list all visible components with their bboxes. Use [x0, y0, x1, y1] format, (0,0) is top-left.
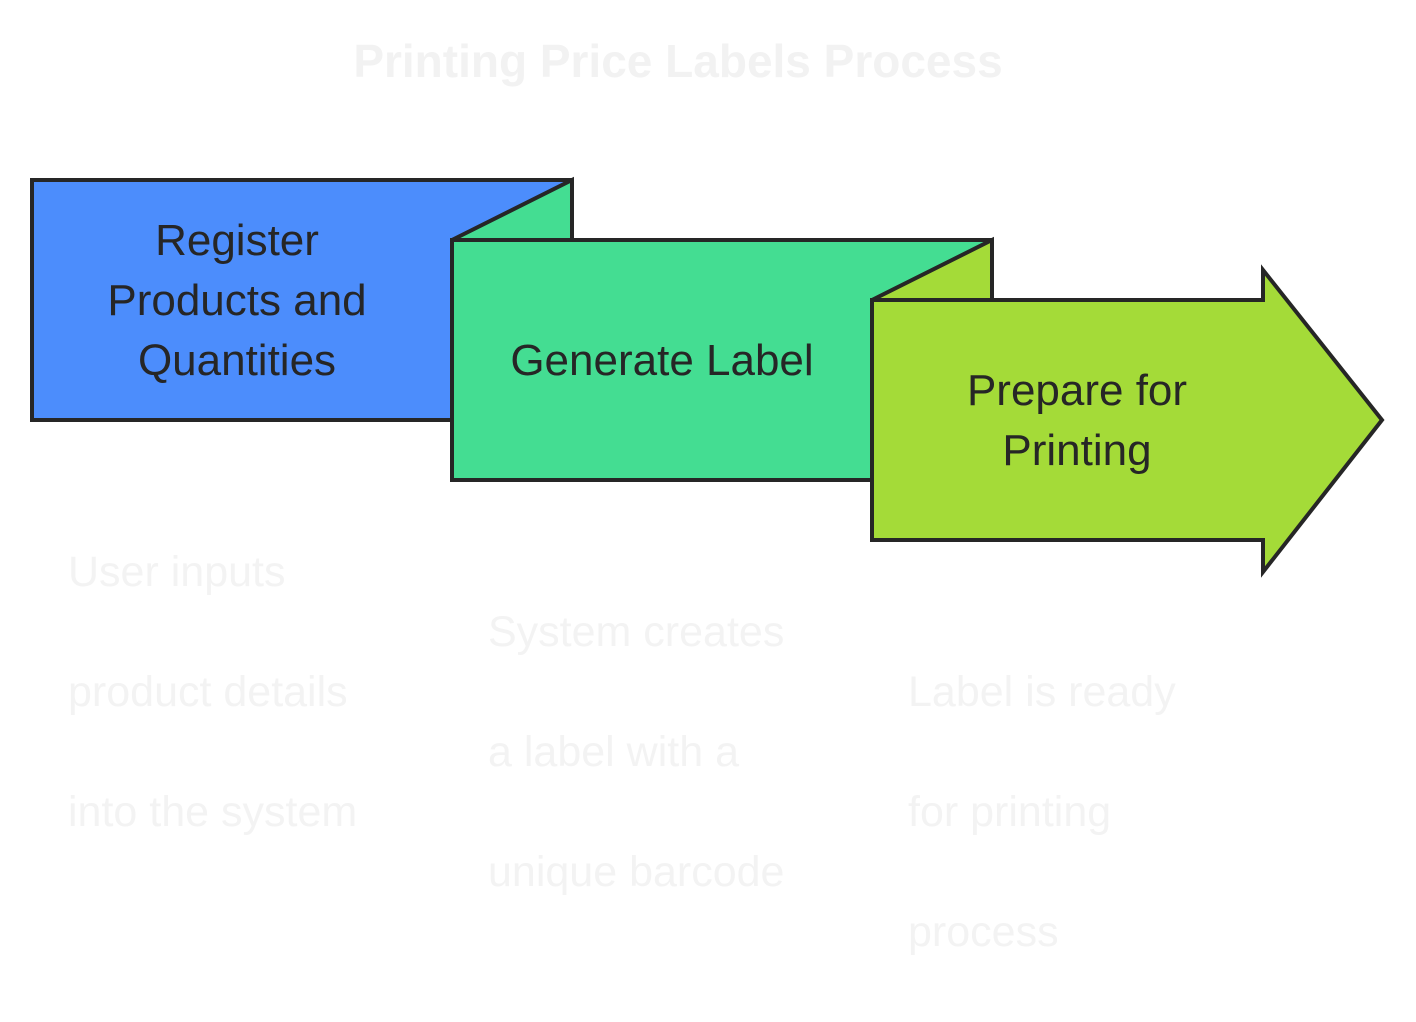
step-3-description-line-1: Label is ready [908, 668, 1176, 716]
diagram-shapes [30, 176, 1385, 578]
step-3-description-line-2: for printing [908, 788, 1112, 836]
step-3-arrow-shape [870, 264, 1385, 578]
step-1-label: Register Products and Quantities [52, 211, 422, 391]
step-1-label-line-2: Products and [107, 276, 367, 325]
diagram-title: Printing Price Labels Process [353, 35, 1003, 87]
step-1-description-line-3: into the system [68, 788, 358, 836]
process-diagram: Printing Price Labels Process Register P… [30, 35, 1385, 956]
step-3-label-line-1: Prepare for [966, 366, 1188, 415]
step-2-description: System creates a label with a unique bar… [488, 542, 784, 962]
step-1-description-line-1: User inputs [68, 548, 286, 596]
step-3-label: Prepare for Printing [892, 361, 1262, 481]
step-2-description-line-2: a label with a [488, 728, 739, 776]
step-1-label-line-3: Quantities [137, 336, 337, 385]
step-1-description-line-2: product details [68, 668, 348, 716]
step-3-description-line-3: process [908, 908, 1059, 956]
step-2-label-line-1: Generate Label [510, 336, 814, 385]
step-2-description-line-3: unique barcode [488, 848, 785, 896]
step-1-label-line-1: Register [155, 216, 319, 265]
step-3-label-line-2: Printing [1002, 426, 1152, 475]
step-1-description: User inputs product details into the sys… [68, 482, 357, 902]
step-3-description: Label is ready for printing process [908, 602, 1176, 1022]
step-2-label: Generate Label [462, 331, 862, 391]
step-2-description-line-1: System creates [488, 608, 785, 656]
